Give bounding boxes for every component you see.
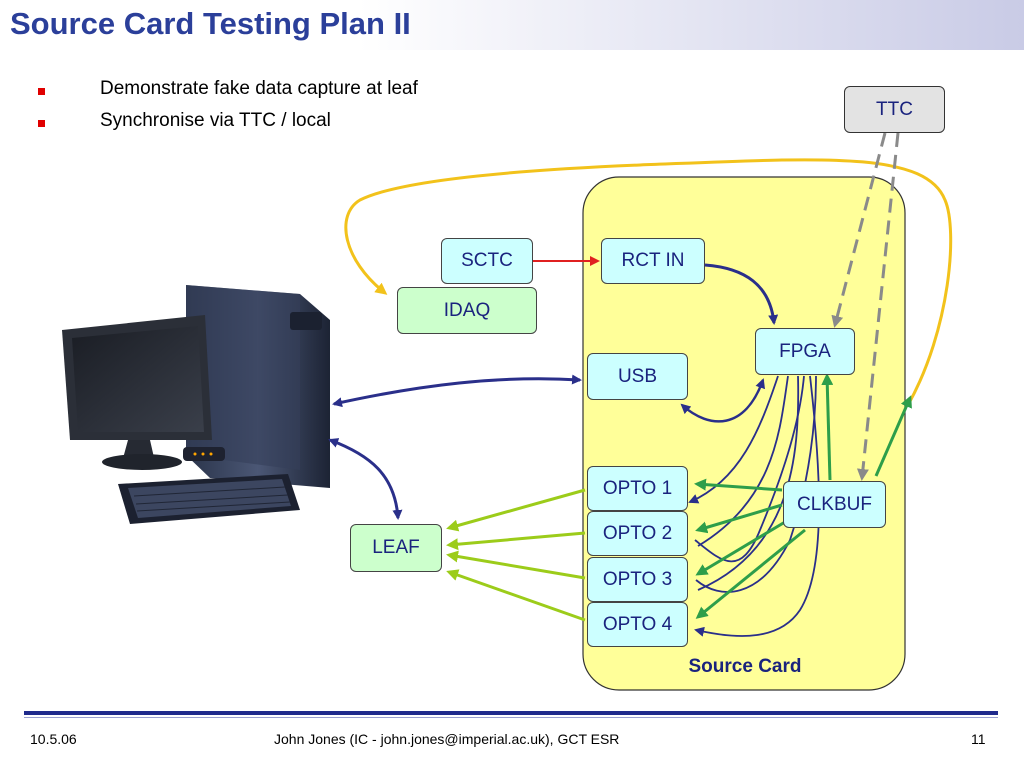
clkbuf-to-opto3-arrow — [695, 520, 786, 576]
fpga-box: FPGA — [755, 328, 855, 375]
sctc-box: SCTC — [441, 238, 533, 284]
bullet-square-icon — [38, 88, 45, 95]
fpga-to-opto4-link — [694, 375, 820, 637]
slide-title: Source Card Testing Plan II — [10, 6, 411, 41]
footer-page-number: 11 — [971, 731, 986, 747]
opto3-box: OPTO 3 — [587, 557, 688, 602]
leaf-box: LEAF — [350, 524, 442, 572]
fpga-to-opto1-link — [688, 375, 779, 504]
source-card-label: Source Card — [688, 656, 802, 677]
usb-fpga-link — [680, 378, 765, 423]
opto4-box: OPTO 4 — [587, 602, 688, 647]
clkbuf-to-opto4-arrow — [695, 528, 806, 619]
ttc-to-clkbuf-arrow — [856, 132, 900, 481]
rctin-to-fpga-arrow — [704, 263, 779, 325]
opto3-return-curve — [695, 375, 817, 593]
footer-rule — [24, 711, 998, 715]
computer-usb-link — [332, 374, 582, 408]
rct-in-box: RCT IN — [601, 238, 705, 284]
footer-date: 10.5.06 — [30, 731, 77, 747]
clkbuf-box: CLKBUF — [783, 481, 886, 528]
footer-rule-thin — [24, 717, 998, 718]
opto3-to-leaf-arrow — [446, 550, 586, 580]
ttc-to-fpga-arrow — [831, 132, 887, 328]
bullet-square-icon — [38, 120, 45, 127]
idaq-box: IDAQ — [397, 287, 537, 334]
bullet-text: Synchronise via TTC / local — [100, 110, 331, 131]
opto1-box: OPTO 1 — [587, 466, 688, 511]
computer-illustration — [62, 285, 330, 524]
opto1-to-leaf-arrow — [446, 488, 586, 532]
opto2-to-leaf-arrow — [446, 531, 586, 551]
clkbuf-to-opto2-arrow — [695, 503, 783, 534]
fpga-to-opto2-link — [697, 375, 789, 547]
clkbuf-to-loop-arrow — [874, 395, 912, 477]
footer-author: John Jones (IC - john.jones@imperial.ac.… — [274, 731, 620, 747]
opto2-box: OPTO 2 — [587, 511, 688, 556]
title-bar — [0, 0, 1024, 50]
opto2-return-curve — [694, 375, 805, 563]
computer-leaf-link — [328, 438, 403, 520]
usb-box: USB — [587, 353, 688, 400]
sync-loop-arrow — [344, 158, 953, 406]
bullet-text: Demonstrate fake data capture at leaf — [100, 78, 418, 99]
opto4-to-leaf-arrow — [446, 569, 586, 622]
clkbuf-to-opto1-arrow — [694, 478, 783, 492]
clkbuf-to-fpga-arrow — [821, 373, 834, 481]
ttc-box: TTC — [844, 86, 945, 133]
